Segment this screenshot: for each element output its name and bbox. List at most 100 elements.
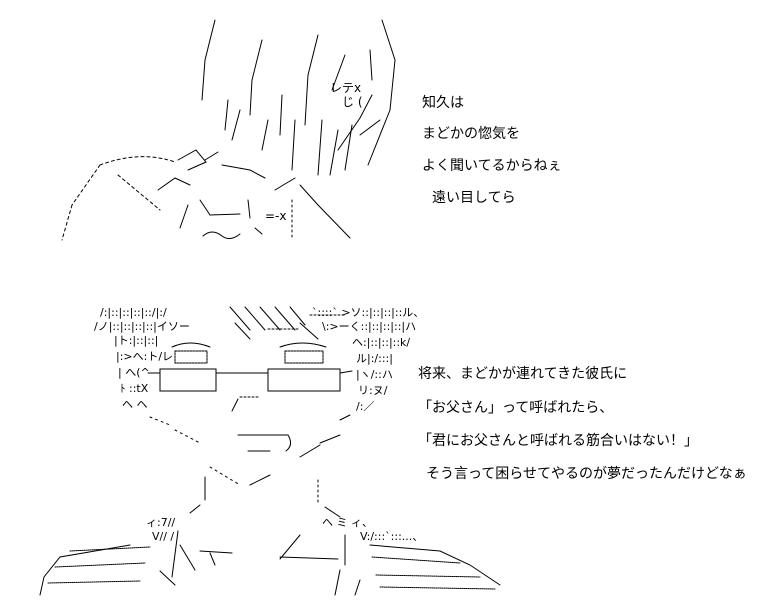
bottom-panel: /:|::|::|::|::/|:/ /ノ|::|::|::|::|イソー |ト…	[0, 295, 758, 609]
hand-outline	[199, 199, 241, 216]
face-outline	[299, 184, 351, 239]
sleeve-line	[177, 149, 207, 171]
shoulder-right-fill	[379, 586, 496, 590]
hair-strand	[331, 54, 346, 91]
right-eye-lid	[279, 342, 327, 348]
shirt-line	[209, 552, 216, 566]
left-eye	[174, 350, 208, 364]
hair-right-glyphs-2: \:>ーく::|::|::|::|ハ	[322, 320, 417, 333]
hair-left-glyphs-7: ヘ ヘ	[122, 398, 148, 411]
mouth	[237, 434, 292, 452]
collar-left-glyphs: ィ:7//	[146, 516, 176, 529]
shoulder-left-fill	[47, 580, 141, 584]
top-panel: レテx じ ( =-x 知久は まどかの惚気を よく聞いてるからねぇ 遠い目して…	[0, 0, 758, 260]
hair-strand	[259, 306, 281, 331]
hair-strand	[204, 19, 216, 61]
hair-strand	[329, 129, 339, 176]
top-caption-line-3: よく聞いてるからねぇ	[422, 158, 562, 174]
cheek	[174, 429, 201, 444]
jaw	[209, 466, 241, 486]
shoulder-left-fill	[69, 546, 151, 552]
collar-right	[334, 569, 341, 596]
hair-strand	[261, 119, 269, 151]
hand-outline	[247, 199, 251, 219]
sleeve-line	[204, 151, 219, 161]
top-caption-line-2: まどかの惚気を	[422, 126, 520, 142]
hair-strand	[299, 322, 319, 340]
face-outline	[359, 119, 381, 136]
shoulder-left-fill	[54, 562, 146, 568]
hair-left-glyphs-3: |ト:|::|::|	[114, 334, 159, 347]
shoulder-right-glyphs: V:/:::`:::...、	[360, 530, 424, 543]
shoulder-right	[369, 544, 501, 586]
hair-strand	[289, 306, 306, 326]
hair-strand	[229, 306, 251, 331]
hair-left-glyphs-2: /ノ|::|::|::|::|イソー	[94, 320, 190, 333]
hair-strand	[381, 19, 396, 61]
bottom-caption-line-2: 「お父さん」って呼ばれたら、	[418, 400, 614, 416]
right-eye	[284, 350, 324, 364]
hair-strand	[234, 322, 251, 340]
hair-strand	[279, 94, 283, 136]
hair-strand	[367, 109, 391, 166]
hand-outline	[254, 227, 263, 235]
hair-strand	[317, 119, 323, 176]
hair-left-glyphs-6: ﾄ ::tX	[120, 382, 149, 395]
hair-strand	[249, 79, 253, 116]
glasses-left-lens	[159, 368, 217, 392]
hair-strand	[231, 109, 241, 141]
hair-strand	[369, 49, 373, 81]
cheek	[339, 414, 351, 421]
neck	[189, 504, 201, 514]
left-eye-lid	[171, 342, 211, 348]
shoulder-right-fill	[371, 556, 461, 564]
hair-strand	[244, 306, 266, 331]
collar-left	[171, 530, 179, 578]
hair-right-glyphs-4: ル|:/:::|	[356, 352, 393, 365]
top-caption-line-1: 知久は	[422, 95, 464, 111]
hair-right-glyphs-1: `::::` >ソ::|::|::|::ル、	[312, 306, 425, 319]
glasses-temple	[339, 370, 353, 374]
hair-left-glyphs-1: /:|::|::|::|::/|:/	[100, 306, 167, 319]
hair-strand	[304, 74, 309, 126]
hair-strand	[389, 59, 396, 111]
hair-left-glyphs-4: |:>へ:ト/レ	[116, 350, 174, 363]
bottom-caption-line-3: 「君にお父さんと呼ばれる筋合いはない！」	[418, 433, 698, 449]
arm-outline	[117, 174, 161, 211]
hair-strand	[307, 34, 319, 76]
cheek	[319, 434, 341, 444]
sleeve-line	[157, 177, 191, 191]
shoulder-right-fill	[375, 574, 481, 578]
face-glyphs: レテx	[330, 81, 361, 95]
shoulder-left-glyphs: V// /	[152, 530, 175, 543]
hand-outline	[179, 204, 189, 229]
arm-outline	[71, 164, 101, 206]
hand-outline	[202, 231, 241, 240]
face-glyphs: じ (	[342, 95, 363, 109]
hair-right-glyphs-6: リ:ヌ/	[358, 384, 388, 397]
hair-strand	[344, 124, 353, 171]
shirt-line	[354, 579, 361, 596]
hair-strand	[291, 119, 296, 171]
face-outline	[274, 177, 296, 191]
collar-left	[159, 570, 176, 586]
sleeve-line	[221, 164, 266, 179]
bottom-caption-line-1: 将来、まどかが連れてきた彼氏に	[418, 366, 628, 382]
hair-strand	[201, 59, 206, 101]
nose	[231, 398, 239, 412]
face-outline	[337, 94, 373, 151]
hand-glyphs: =-x	[265, 209, 287, 223]
bottom-ascii-art-figure	[39, 306, 501, 596]
bottom-caption-line-4: そう言って困らせてやるのが夢だったんだけどなぁ	[426, 466, 747, 482]
top-caption-line-4: 遠い目してら	[432, 190, 516, 206]
cheek	[149, 416, 171, 426]
hair-right-glyphs-5: |ヽ/::ハ	[356, 368, 393, 381]
top-ascii-art-figure: レテx じ ( =-x	[61, 19, 396, 241]
hair-strand	[224, 99, 229, 131]
neck	[324, 506, 341, 518]
hair-right-glyphs-7: /:／	[356, 400, 375, 413]
arm-outline	[61, 204, 73, 241]
hair-strand	[274, 306, 296, 331]
shoulder-left	[39, 544, 131, 596]
arm-outline	[99, 156, 176, 166]
